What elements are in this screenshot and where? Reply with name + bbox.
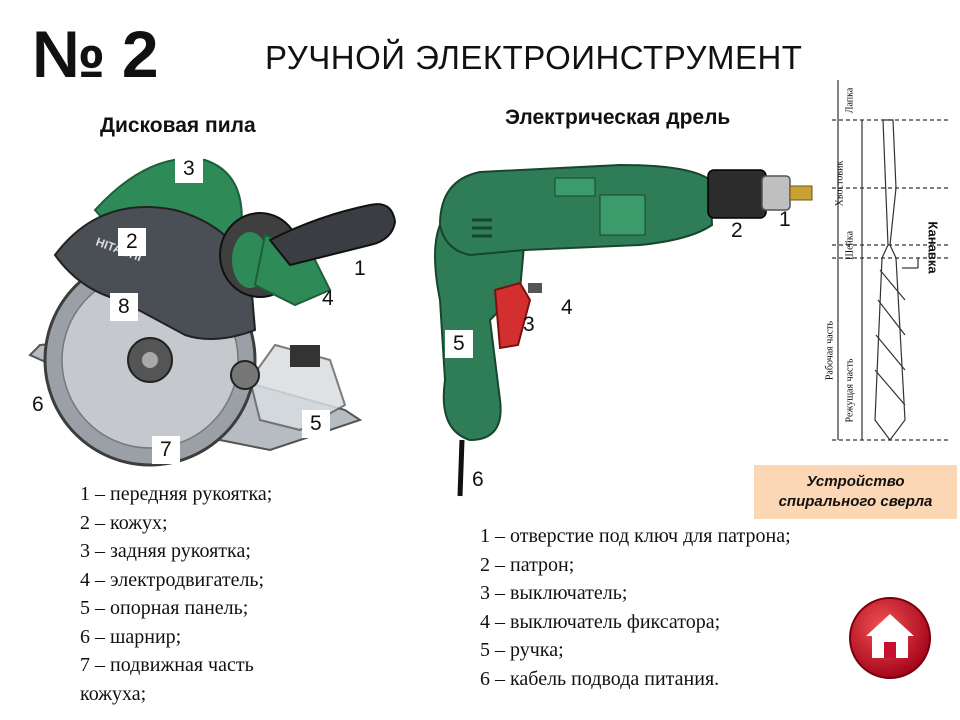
bit-label-cutting: Режущая часть — [844, 358, 856, 423]
drill-legend: 1 – отверстие под ключ для патрона; 2 – … — [480, 522, 791, 693]
saw-legend: 1 – передняя рукоятка; 2 – кожух; 3 – за… — [80, 480, 272, 708]
saw-legend-item: 6 – шарнир; — [80, 625, 182, 648]
drill-legend-item: 3 – выключатель; — [480, 582, 628, 604]
saw-callout-8: 8 — [110, 293, 138, 321]
saw-legend-item: 1 – передняя рукоятка; — [80, 483, 273, 505]
saw-legend-item: 7 – подвижная часть — [80, 654, 254, 676]
bit-caption-line1: Устройство — [806, 473, 905, 490]
drill-illustration — [434, 163, 813, 497]
saw-callout-2: 2 — [118, 228, 146, 256]
saw-callout-7: 7 — [152, 436, 180, 464]
bit-caption-line2: спирального сверла — [778, 493, 933, 510]
bit-label-groove: Канавка — [925, 221, 941, 274]
bit-label-tab: Лапка — [844, 87, 856, 114]
drill-legend-item: 6 – кабель подвода питания. — [480, 667, 720, 690]
saw-legend-item: 4 – электродвигатель; — [80, 568, 265, 591]
drill-callout-6: 6 — [472, 468, 484, 491]
drill-legend-item: 5 – ручка; — [480, 639, 564, 661]
drill-bit-diagram — [832, 80, 948, 441]
saw-legend-item: 3 – задняя рукоятка; — [80, 540, 251, 562]
slide-title: РУЧНОЙ ЭЛЕКТРОИНСТРУМЕНТ — [265, 39, 803, 76]
saw-callout-6: 6 — [32, 393, 44, 416]
circular-saw-illustration: HITACHI — [28, 157, 397, 467]
slide-number: № 2 — [32, 17, 159, 91]
home-icon — [849, 597, 931, 679]
drill-title: Электрическая дрель — [505, 106, 731, 129]
saw-callout-5: 5 — [302, 410, 330, 438]
bit-label-neck: Шейка — [844, 230, 856, 261]
drill-legend-item: 4 – выключатель фиксатора; — [480, 610, 721, 633]
bit-label-working: Рабочая часть — [824, 320, 836, 381]
drill-callout-2: 2 — [731, 219, 743, 242]
drill-legend-item: 2 – патрон; — [480, 553, 575, 576]
home-button[interactable] — [848, 596, 932, 680]
saw-callout-3: 3 — [175, 155, 203, 183]
drill-legend-item: 1 – отверстие под ключ для патрона; — [480, 525, 791, 547]
bit-caption: Устройство спирального сверла — [754, 465, 957, 519]
saw-callout-1: 1 — [354, 257, 366, 280]
saw-legend-item: 5 – опорная панель; — [80, 597, 249, 619]
drill-callout-5: 5 — [445, 330, 473, 358]
drill-callout-3: 3 — [523, 313, 535, 336]
saw-legend-item: 2 – кожух; — [80, 511, 168, 534]
drill-callout-1: 1 — [779, 208, 791, 231]
saw-title: Дисковая пила — [100, 114, 256, 137]
saw-legend-item: кожуха; — [80, 682, 147, 705]
saw-callout-4: 4 — [322, 287, 334, 310]
drill-callout-4: 4 — [561, 296, 573, 319]
